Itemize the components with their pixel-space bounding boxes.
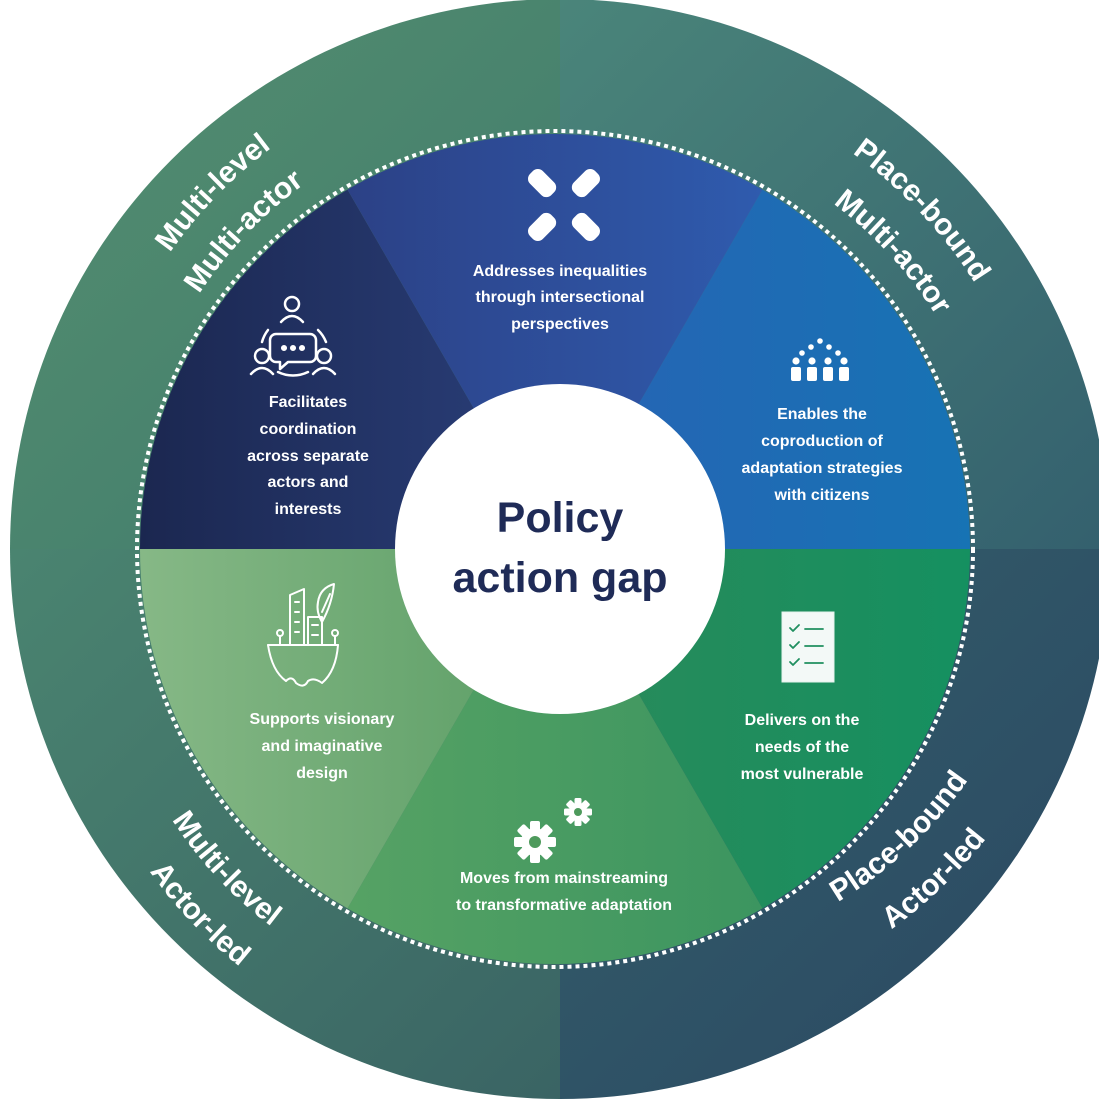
coproduction-line-3: adaptation strategies	[742, 460, 903, 477]
green-city-icon	[267, 583, 339, 687]
segment-transformative	[347, 549, 763, 964]
coordination-line-1: Facilitates	[269, 394, 347, 411]
coordination-line-3: across separate	[247, 448, 369, 465]
segment-text-visionary: Supports visionary and imaginative desig…	[250, 711, 395, 782]
dotted-ring	[135, 129, 975, 969]
segment-text-inequalities: Addresses inequalities through intersect…	[473, 263, 647, 333]
vulnerable-line-1: Delivers on the	[745, 712, 860, 729]
visionary-line-3: design	[296, 765, 348, 782]
segment-text-coordination: Facilitates coordination across separate…	[247, 394, 369, 518]
people-dialogue-icon	[249, 295, 337, 377]
transformative-line-2: to transformative adaptation	[456, 897, 672, 914]
segment-text-vulnerable: Delivers on the needs of the most vulner…	[741, 712, 864, 783]
vulnerable-line-3: most vulnerable	[741, 766, 864, 783]
checklist-icon	[781, 611, 835, 683]
vulnerable-line-2: needs of the	[755, 739, 849, 756]
inequalities-line-3: perspectives	[511, 316, 609, 333]
coproduction-line-1: Enables the	[777, 406, 867, 423]
center-title-line2: action gap	[452, 554, 667, 602]
center-circle	[395, 384, 725, 714]
segment-text-coproduction: Enables the coproduction of adaptation s…	[742, 406, 903, 504]
joined-hands-icon	[528, 169, 600, 241]
coordination-line-4: actors and	[268, 474, 349, 491]
coproduction-line-2: coproduction of	[761, 433, 883, 450]
visionary-line-1: Supports visionary	[250, 711, 395, 728]
visionary-line-2: and imaginative	[262, 738, 383, 755]
center-title-line1: Policy	[497, 494, 624, 542]
transformative-line-1: Moves from mainstreaming	[460, 870, 668, 887]
segment-inequalities	[347, 134, 763, 549]
coproduction-line-4: with citizens	[773, 487, 869, 504]
inequalities-line-2: through intersectional	[476, 289, 645, 306]
crowd-icon	[791, 338, 849, 381]
coordination-line-2: coordination	[260, 421, 357, 438]
inequalities-line-1: Addresses inequalities	[473, 263, 647, 280]
segment-text-transformative: Moves from mainstreaming to transformati…	[456, 870, 672, 914]
coordination-line-5: interests	[275, 501, 342, 518]
gears-icon	[514, 798, 592, 863]
